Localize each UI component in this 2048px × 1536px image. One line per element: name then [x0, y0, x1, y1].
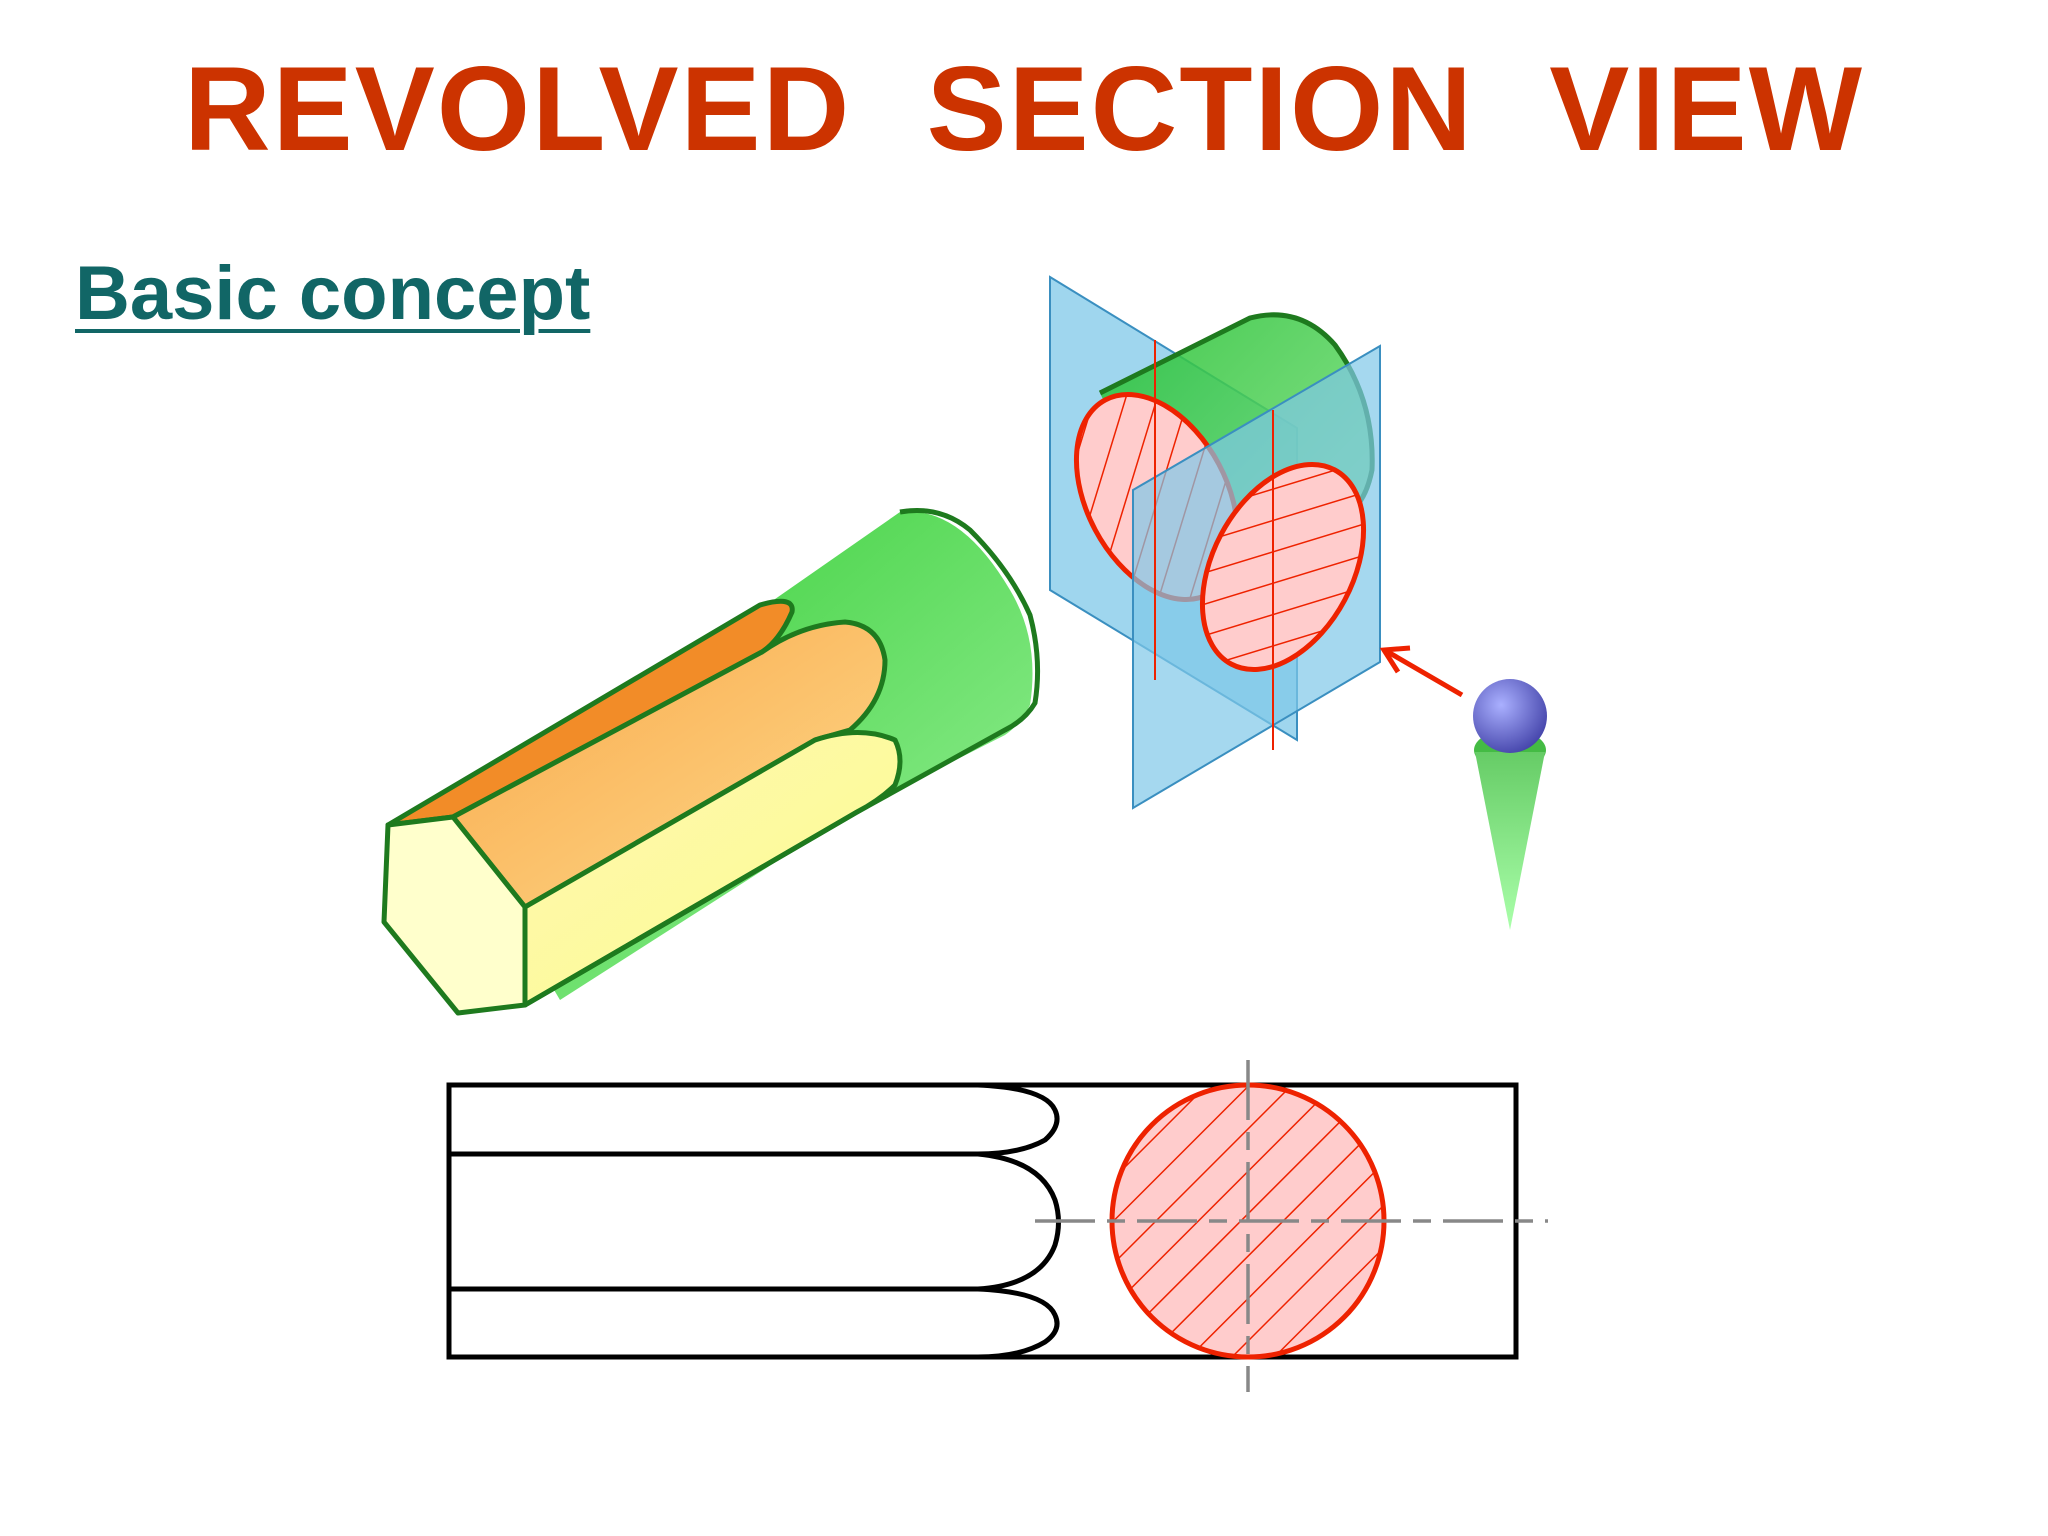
ortho-runout-curve-bottom [977, 1286, 1060, 1360]
subtitle-basic-concept: Basic concept [75, 251, 591, 336]
view-direction-arrow-head [1379, 645, 1411, 674]
ortho-runout-curve-top [977, 1082, 1060, 1157]
shaft-middle-flat [450, 619, 888, 910]
isometric-shaft [381, 507, 1041, 1016]
view-direction-arrow-shaft [1386, 649, 1464, 698]
slide-title: REVOLVED SECTION VIEW [184, 42, 1864, 176]
section-model [1049, 275, 1381, 810]
arrow-icon [1379, 645, 1464, 698]
section-ellipse-revolved [1199, 461, 1367, 673]
observer-cone [1475, 752, 1545, 930]
observer-eye-icon [1473, 679, 1547, 930]
shaft-cylinder-outline [855, 507, 1041, 815]
shaft-edge-bottom [523, 809, 859, 1008]
shaft-lower-flat [522, 730, 903, 1008]
observer-head [1473, 679, 1547, 753]
orthographic-view [446, 1060, 1548, 1392]
